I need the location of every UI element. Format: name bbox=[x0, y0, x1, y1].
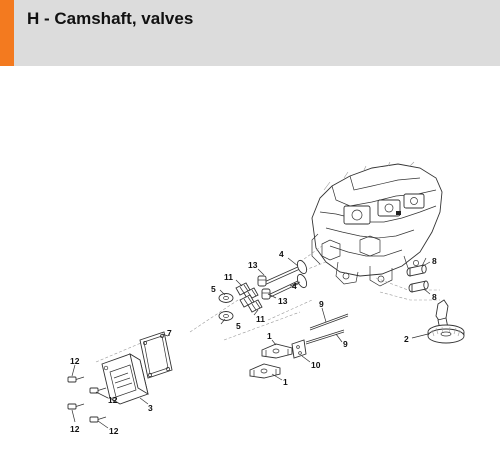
rocker-arm-upper bbox=[261, 343, 293, 359]
leader-lines bbox=[71, 257, 431, 429]
callout-5-upper: 5 bbox=[211, 284, 216, 294]
callout-11-upper: 11 bbox=[224, 272, 233, 282]
callout-11-lower: 11 bbox=[256, 314, 265, 324]
rocker-cover bbox=[101, 353, 149, 405]
header-bar: H - Camshaft, valves bbox=[0, 0, 500, 66]
page-title: H - Camshaft, valves bbox=[27, 9, 194, 28]
screw-bottom bbox=[89, 416, 107, 423]
callout-4-lower: 4 bbox=[292, 281, 297, 291]
callout-10: 10 bbox=[311, 360, 321, 370]
callout-9-lower: 9 bbox=[343, 339, 348, 349]
accent-stripe bbox=[0, 0, 14, 66]
guide-lines bbox=[95, 245, 440, 363]
push-rod-upper bbox=[309, 313, 349, 331]
valve-stem-seal-lower bbox=[261, 288, 271, 300]
callout-5-lower: 5 bbox=[236, 321, 241, 331]
callout-8-lower: 8 bbox=[432, 292, 437, 302]
callout-13-lower: 13 bbox=[278, 296, 288, 306]
callout-4-upper: 4 bbox=[279, 249, 284, 259]
valve-upper bbox=[261, 259, 308, 287]
callout-3: 3 bbox=[148, 403, 153, 413]
spring-retainer-lower bbox=[218, 311, 234, 321]
screw-upper-left bbox=[67, 376, 85, 383]
callout-9-upper: 9 bbox=[319, 299, 324, 309]
callout-8-upper: 8 bbox=[432, 256, 437, 266]
screw-middle bbox=[89, 387, 107, 394]
callout-12-bottom: 12 bbox=[109, 426, 119, 436]
callout-12-middle: 12 bbox=[108, 395, 118, 405]
callout-1-lower: 1 bbox=[283, 377, 288, 387]
pin-lower bbox=[408, 280, 429, 293]
screw-lower-left bbox=[67, 403, 85, 410]
valve-spring-lower bbox=[239, 294, 263, 313]
exploded-parts-diagram: 13 4 11 5 4 13 5 11 8 8 2 7 9 9 1 10 1 1… bbox=[67, 161, 465, 436]
pin-upper bbox=[406, 264, 427, 277]
callout-1-upper: 1 bbox=[267, 331, 272, 341]
callout-12-upper-left: 12 bbox=[70, 356, 80, 366]
rocker-cover-gasket bbox=[139, 331, 173, 379]
valve-stem-seal-upper bbox=[257, 275, 267, 287]
callout-7: 7 bbox=[167, 328, 172, 338]
guide-plate bbox=[291, 339, 307, 359]
push-rod-lower bbox=[305, 329, 345, 345]
crankcase-drawing bbox=[311, 161, 443, 287]
callout-12-lower-left: 12 bbox=[70, 424, 80, 434]
callout-13-upper: 13 bbox=[248, 260, 258, 270]
callout-2: 2 bbox=[404, 334, 409, 344]
spring-retainer-upper bbox=[218, 293, 234, 303]
camshaft bbox=[427, 299, 465, 344]
callout-labels: 13 4 11 5 4 13 5 11 8 8 2 7 9 9 1 10 1 1… bbox=[70, 249, 437, 436]
